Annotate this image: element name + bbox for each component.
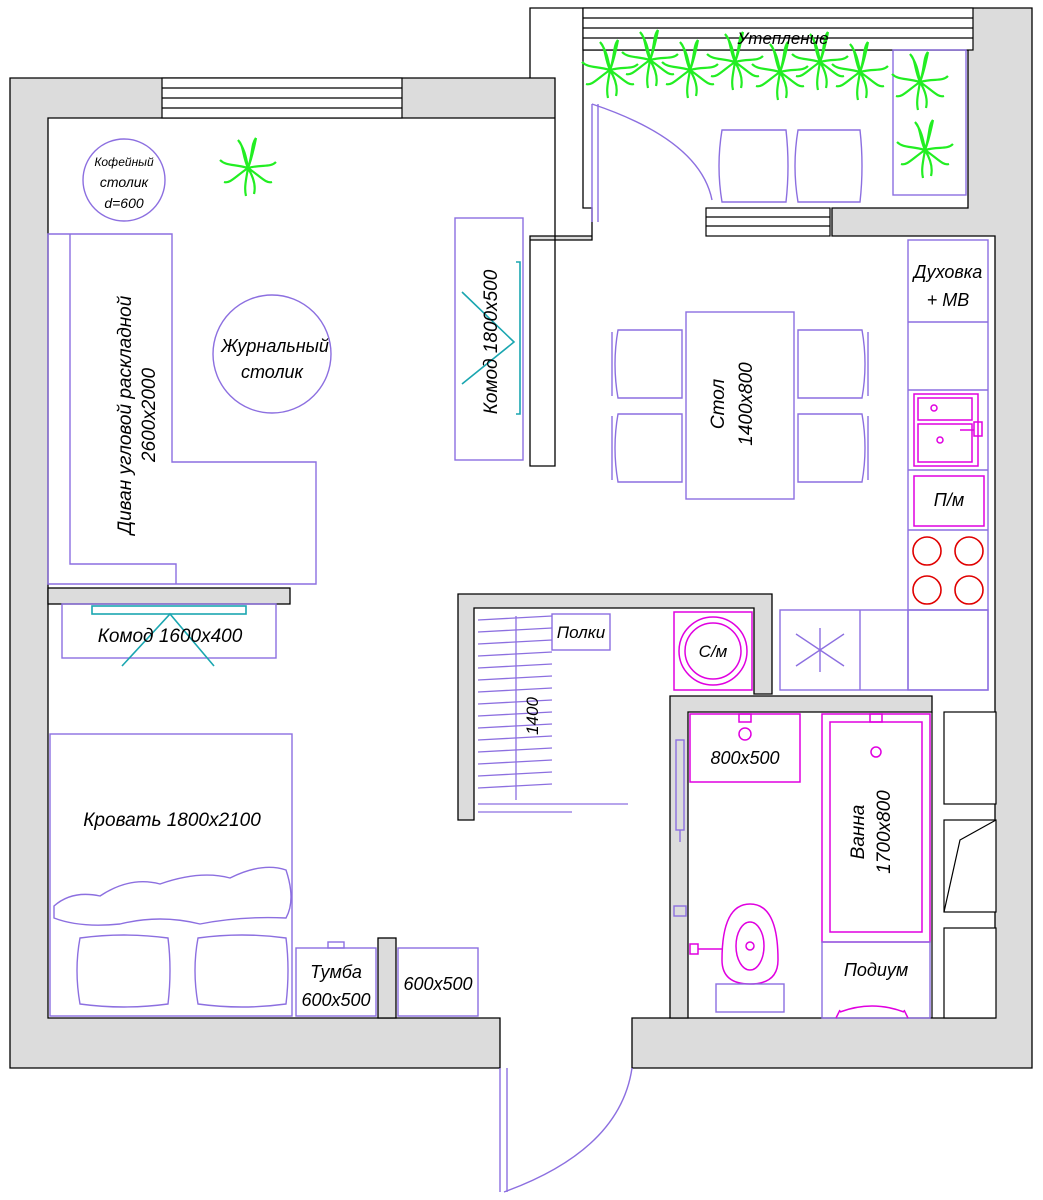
dishwasher-label: П/м xyxy=(934,490,964,510)
corner-cabinet-icon xyxy=(795,628,845,672)
insulation-label: Утепление xyxy=(736,29,828,48)
corner-sofa xyxy=(47,233,317,585)
table-label: Стол xyxy=(708,379,729,429)
balcony-door-threshold xyxy=(705,207,831,237)
podium xyxy=(821,941,931,1019)
balcony: Утепление xyxy=(580,28,967,222)
oven-label-2: + МВ xyxy=(927,290,970,310)
short-wall xyxy=(377,937,397,1019)
balcony-chair-1 xyxy=(718,129,789,203)
bathroom: 800х500 Ванна 1700х800 Подиум xyxy=(673,713,931,1019)
pillow-left xyxy=(76,934,171,1008)
balcony-window xyxy=(582,7,974,51)
kitchen: Стол 1400х800 Духовка + МВ П/м xyxy=(611,239,989,691)
partition-wall xyxy=(47,587,291,605)
lower-counter xyxy=(779,609,989,691)
dresser-1600 xyxy=(61,603,277,659)
dresser-1600-label: Комод 1600х400 xyxy=(98,626,243,647)
closet-width-label: 1400 xyxy=(523,697,542,735)
cabinet-label: 600х500 xyxy=(403,974,472,994)
shelves xyxy=(551,613,611,651)
bath-step xyxy=(835,1005,909,1019)
balcony-chair-2 xyxy=(794,129,863,203)
coffee-table-label-2: столик xyxy=(100,174,150,190)
coffee-table-label-3: d=600 xyxy=(104,195,144,211)
toilet xyxy=(673,903,785,1013)
journal-table-label-2: столик xyxy=(241,362,305,382)
living-room: Кофейный столик d=600 Диван угловой раск… xyxy=(47,136,524,585)
sofa-label: Диван угловой раскладной xyxy=(115,295,136,536)
dishwasher xyxy=(913,475,985,527)
journal-table-label-1: Журнальный xyxy=(220,336,329,356)
bath-size-label: 1700х800 xyxy=(874,790,895,874)
entrance-door xyxy=(499,1067,633,1193)
bed-label: Кровать 1800х2100 xyxy=(83,810,261,831)
balcony-plants xyxy=(580,28,955,180)
hangers xyxy=(477,615,628,813)
niche-2 xyxy=(943,819,997,913)
closet-wall xyxy=(457,593,773,821)
journal-table xyxy=(212,294,332,414)
bath-label: Ванна xyxy=(848,805,869,860)
sink-size-label: 800х500 xyxy=(710,748,779,768)
walls xyxy=(9,7,1033,1069)
nightstand-size-label: 600х500 xyxy=(301,990,370,1010)
table-size-label: 1400х800 xyxy=(736,362,757,446)
bath-wall xyxy=(669,695,933,1019)
dresser-1600-group: Комод 1600х400 xyxy=(61,603,277,667)
washer-label: С/м xyxy=(699,642,728,661)
dresser-1800-label: Комод 1800х500 xyxy=(481,269,502,414)
oven-label-1: Духовка xyxy=(912,262,983,282)
blanket xyxy=(53,866,292,926)
nightstand-label: Тумба xyxy=(310,962,362,982)
balcony-door-swing xyxy=(591,103,713,201)
balcony-bench xyxy=(892,49,967,196)
dining-chairs xyxy=(611,329,869,483)
stove xyxy=(912,536,984,605)
niche-1 xyxy=(943,711,997,805)
niche-3 xyxy=(943,927,997,1019)
dresser-1800 xyxy=(454,217,524,461)
cabinet xyxy=(397,947,479,1017)
sofa-size-label: 2600х2000 xyxy=(139,368,160,463)
plant-icon xyxy=(218,136,278,198)
kitchen-sink xyxy=(913,393,983,467)
coffee-table-label-1: Кофейный xyxy=(94,155,154,169)
coffee-table xyxy=(82,138,166,222)
bed xyxy=(49,733,293,1017)
bedroom: Кровать 1800х2100 Тумба 600х500 600х500 xyxy=(49,733,479,1017)
dining-table xyxy=(685,311,795,500)
podium-label: Подиум xyxy=(844,960,908,980)
washing-machine xyxy=(673,611,753,691)
bath-sink xyxy=(689,713,801,783)
closet: 1400 Полки С/м xyxy=(477,611,753,813)
shelves-label: Полки xyxy=(557,623,606,642)
pillow-right xyxy=(194,934,289,1008)
